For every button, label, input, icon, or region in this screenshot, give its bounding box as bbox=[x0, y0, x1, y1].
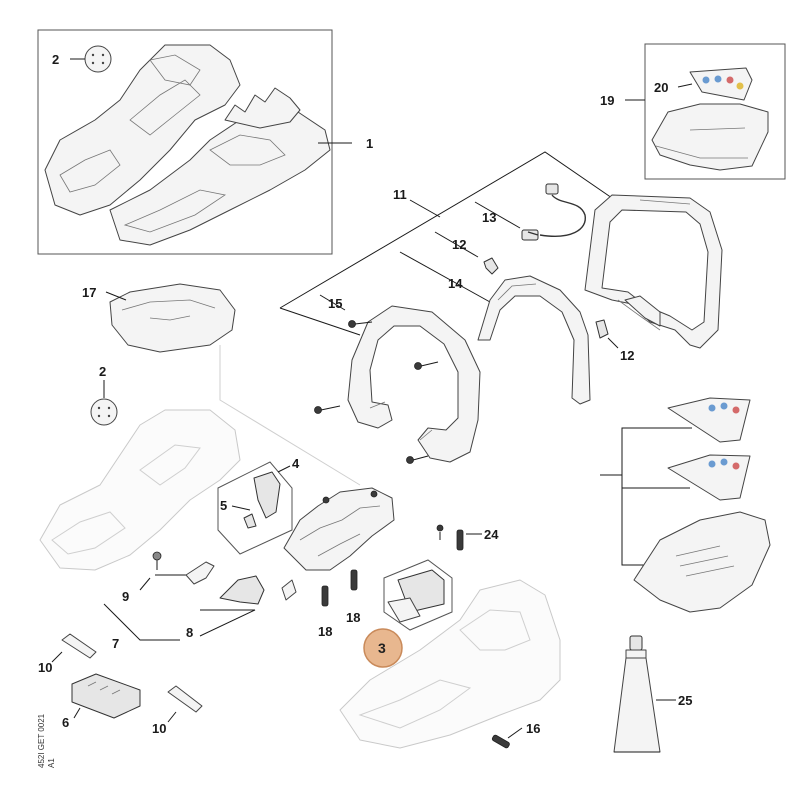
upper-housing-ghost bbox=[339, 579, 561, 749]
trigger-lever bbox=[253, 471, 281, 519]
inset-frame-cover bbox=[644, 43, 786, 180]
small-parts-group-7-8-9: 9 7 8 bbox=[103, 551, 297, 651]
trigger-assembly bbox=[219, 575, 265, 605]
screws-18: 18 18 bbox=[318, 569, 360, 639]
handle-screws bbox=[314, 320, 439, 464]
callout-8: 8 bbox=[186, 625, 193, 640]
warning-label-small bbox=[689, 67, 753, 101]
dampers-and-switch: 10 6 10 bbox=[38, 633, 203, 736]
grease-tube: 25 bbox=[613, 635, 692, 753]
callout-20: 20 bbox=[654, 80, 668, 95]
callout-6: 6 bbox=[62, 715, 69, 730]
rear-handle-frame bbox=[584, 194, 723, 349]
warning-label-1 bbox=[667, 397, 751, 443]
callout-15: 15 bbox=[328, 296, 342, 311]
handle-cover-small bbox=[651, 103, 769, 171]
callout-3-highlight[interactable] bbox=[363, 628, 403, 668]
labels-cover-group bbox=[600, 397, 771, 613]
svg-text:A1: A1 bbox=[47, 758, 56, 768]
switch-housing bbox=[283, 487, 395, 571]
callout-1: 1 bbox=[366, 136, 373, 151]
damper-strip-bottom bbox=[167, 685, 203, 713]
cover-inset: 20 19 bbox=[600, 43, 786, 180]
callout-11: 11 bbox=[393, 187, 407, 202]
trigger-group: 4 5 bbox=[217, 456, 300, 555]
callout-9: 9 bbox=[122, 589, 129, 604]
callout-18-left: 18 bbox=[318, 624, 332, 639]
loop-handle bbox=[347, 305, 481, 463]
release-lever bbox=[185, 561, 215, 585]
callout-17: 17 bbox=[82, 285, 96, 300]
callout-18-right: 18 bbox=[346, 610, 360, 625]
warning-label-2 bbox=[667, 454, 751, 501]
callout-25: 25 bbox=[678, 693, 692, 708]
screw-16: 16 bbox=[491, 721, 540, 749]
compression-spring bbox=[281, 579, 297, 601]
trigger-spring bbox=[243, 513, 257, 529]
callout-5: 5 bbox=[220, 498, 227, 513]
handle-parts-bracket-group: 11 13 12 14 15 bbox=[279, 151, 613, 336]
callout-16: 16 bbox=[526, 721, 540, 736]
lower-housing-shell bbox=[44, 44, 241, 216]
cable-clip-top bbox=[483, 257, 499, 275]
inset-frame-housing bbox=[37, 29, 333, 255]
callout-3: 3 bbox=[378, 640, 386, 656]
housing-assembly-inset: 2 1 bbox=[37, 29, 373, 255]
cable-harness bbox=[521, 183, 586, 241]
damper-strip-top bbox=[61, 633, 97, 659]
callout-12-bottom: 12 bbox=[620, 348, 634, 363]
callout-2-middle: 2 bbox=[99, 364, 106, 379]
callout-10-left: 10 bbox=[38, 660, 52, 675]
callout-7: 7 bbox=[112, 636, 119, 651]
guard-group: 3 bbox=[363, 559, 453, 668]
switch-block bbox=[71, 673, 141, 719]
handle-bar bbox=[477, 275, 591, 405]
callout-19: 19 bbox=[600, 93, 614, 108]
handle-cover-large bbox=[633, 511, 771, 613]
top-cover: 17 bbox=[82, 283, 361, 486]
callout-2-top: 2 bbox=[52, 52, 59, 67]
seal-disc-top bbox=[84, 45, 112, 73]
housing-top-ribs bbox=[224, 87, 301, 129]
callout-14: 14 bbox=[448, 276, 463, 291]
callout-12-top: 12 bbox=[452, 237, 466, 252]
screws-24: 24 bbox=[436, 524, 499, 551]
svg-text:452I GET 0021: 452I GET 0021 bbox=[37, 713, 46, 768]
callout-4: 4 bbox=[292, 456, 300, 471]
seal-disc-middle bbox=[90, 398, 118, 426]
callout-24: 24 bbox=[484, 527, 499, 542]
guard-clip bbox=[387, 597, 421, 623]
cable-clip-bottom bbox=[595, 319, 609, 339]
upper-housing-shell bbox=[109, 104, 331, 246]
callout-10-right: 10 bbox=[152, 721, 166, 736]
callout-13: 13 bbox=[482, 210, 496, 225]
drawing-code: 452I GET 0021 A1 bbox=[37, 713, 56, 768]
lower-housing-ghost bbox=[39, 409, 241, 571]
